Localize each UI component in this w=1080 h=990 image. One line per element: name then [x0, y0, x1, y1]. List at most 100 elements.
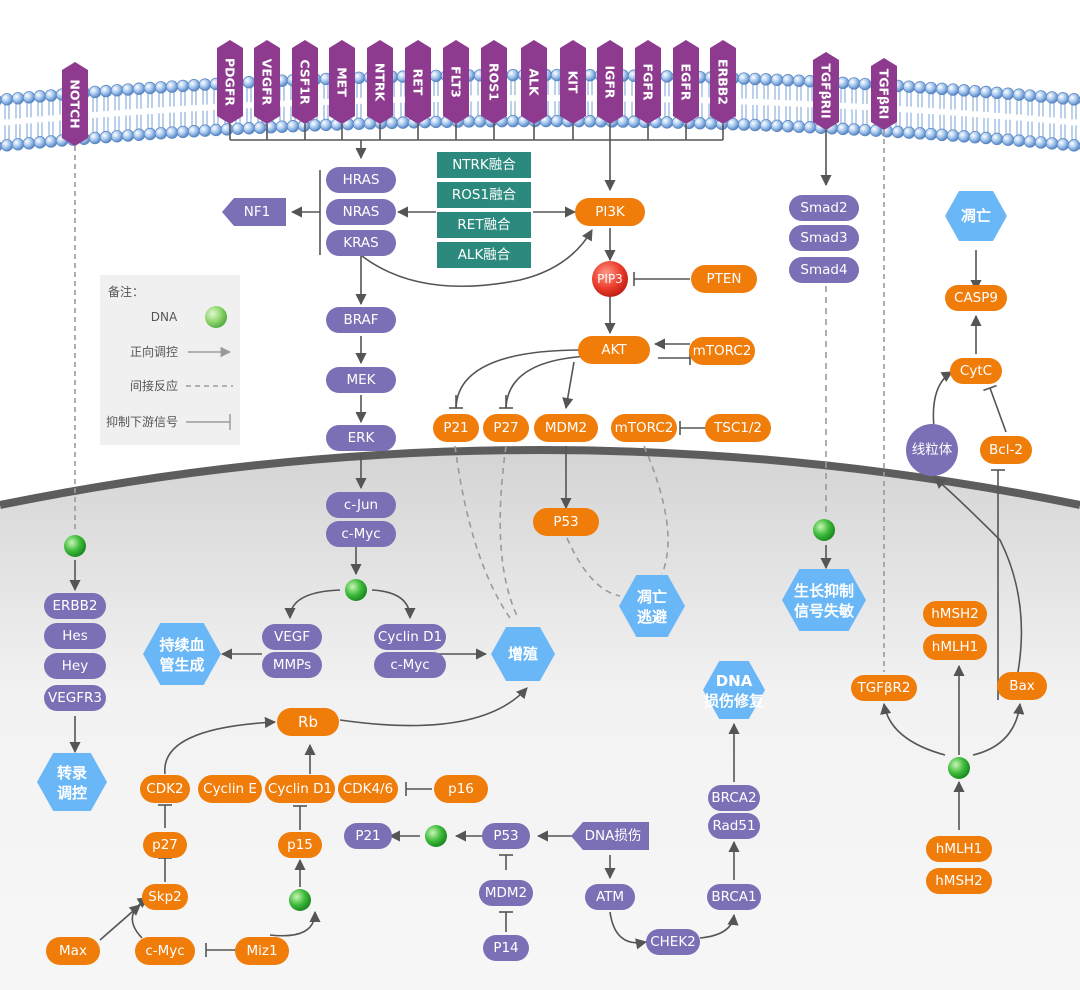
- node-cdk46-label: CDK4/6: [343, 781, 393, 797]
- receptor-tgfbri: [871, 58, 897, 130]
- lipid-head: [836, 122, 850, 136]
- node-rad51: [708, 813, 760, 839]
- node-rad51-label: Rad51: [712, 818, 755, 834]
- legend-dna-icon: [205, 306, 227, 328]
- legend-dna-label: DNA: [151, 310, 178, 324]
- receptor-notch: [62, 62, 88, 146]
- receptor-ret: [405, 40, 431, 124]
- receptor-flt3-label: FLT3: [449, 66, 464, 98]
- lipid-head: [132, 128, 146, 141]
- node-mitochondria-label: 线粒体: [912, 442, 953, 458]
- node-fusion-1-label: ROS1融合: [452, 187, 517, 203]
- node-notch-1: [44, 623, 106, 649]
- lipid-head: [33, 136, 47, 149]
- node-notch-1-label: Hes: [62, 628, 88, 644]
- node-max: [46, 937, 100, 965]
- bcl2-inhibit-cytc: [989, 387, 1007, 433]
- dna-node-mapk: [345, 579, 367, 601]
- receptor-erbb2: [710, 40, 736, 124]
- lipid-head: [209, 123, 223, 137]
- node-fusion-1: [437, 182, 531, 208]
- node-chek2: [646, 929, 700, 955]
- outcome-transcription: [37, 753, 107, 811]
- akt-p27: [505, 355, 591, 409]
- receptor-alk: [521, 40, 547, 124]
- node-mdm2-label: MDM2: [545, 420, 587, 436]
- node-cyclin-e: [198, 775, 262, 803]
- node-casp9-label: CASP9: [954, 290, 998, 306]
- lipid-head: [253, 121, 267, 134]
- receptor-kit: [560, 40, 586, 124]
- node-p16: [434, 775, 488, 803]
- lipid-head: [759, 119, 773, 132]
- node-mek: [326, 367, 396, 393]
- lipid-head: [792, 74, 806, 87]
- receptor-tgfbrii: [813, 52, 839, 130]
- node-miz1: [235, 937, 289, 965]
- lipid-head: [143, 81, 157, 95]
- lipid-head: [968, 84, 982, 98]
- node-tsc-label: TSC1/2: [713, 420, 762, 436]
- node-notch-3: [44, 685, 106, 711]
- lipid-head: [792, 120, 806, 133]
- lipid-head: [22, 137, 36, 150]
- outcome-transcription-label: 转录调控: [57, 764, 87, 802]
- node-cyclind1: [265, 775, 335, 803]
- dna-to-cyclin: [371, 589, 416, 620]
- outcome-dna-repair: [703, 661, 765, 719]
- lipid-head: [913, 81, 927, 94]
- node-kras: [326, 230, 396, 256]
- receptor-kit-label: KIT: [566, 71, 581, 94]
- node-pi3k-label: PI3K: [595, 204, 626, 220]
- node-c-myc: [326, 521, 396, 547]
- node-kras-label: KRAS: [343, 235, 379, 251]
- receptor-ros1: [481, 40, 507, 124]
- node-p27-cc: [143, 832, 187, 858]
- node-fusion-0: [437, 152, 531, 178]
- lipid-head: [220, 123, 234, 136]
- lipid-head: [979, 85, 993, 99]
- node-cdk2-label: CDK2: [146, 781, 183, 797]
- atm-to-chek2: [609, 911, 648, 950]
- receptor-pdgfr-label: PDGFR: [223, 58, 238, 106]
- node-skp2-label: Skp2: [148, 889, 182, 905]
- lipid-head: [803, 121, 817, 134]
- pathway-edges: [69, 124, 1025, 957]
- node-pip3: [592, 261, 628, 297]
- lipid-head: [979, 131, 993, 145]
- receptor-tgfbri-label: TGFβRI: [877, 69, 892, 120]
- node-mek-label: MEK: [346, 372, 376, 388]
- lipid-head: [33, 90, 47, 103]
- node-p27: [483, 414, 529, 442]
- node-rb: [277, 708, 339, 736]
- legend-background: [100, 275, 240, 445]
- node-brca2: [708, 785, 760, 811]
- receptor-vegfr: [254, 40, 280, 124]
- node-notch-2: [44, 653, 106, 679]
- miz1-to-dna: [269, 910, 321, 937]
- receptor-igfr: [597, 40, 623, 124]
- node-pip3-label: PIP3: [597, 272, 623, 286]
- lipid-head: [88, 131, 102, 145]
- node-atm: [585, 884, 635, 910]
- node-p21: [433, 414, 479, 442]
- akt-p21: [455, 349, 583, 409]
- node-c-jun: [326, 492, 396, 518]
- lipid-head: [396, 116, 410, 129]
- lipid-head: [858, 77, 872, 91]
- lipid-head: [176, 125, 190, 139]
- node-c-myc-label: c-Myc: [341, 526, 380, 542]
- p27-to-prolif: [499, 445, 519, 619]
- node-bax-label: Bax: [1009, 678, 1035, 694]
- mtorc2-to-evasion: [643, 445, 669, 575]
- lipid-head: [957, 130, 971, 143]
- legend-inhibit-icon: [186, 414, 231, 430]
- node-nras-label: NRAS: [343, 204, 380, 220]
- node-p15: [278, 832, 322, 858]
- node-p14-label: P14: [493, 940, 518, 956]
- outcome-proliferation: [491, 627, 555, 681]
- node-bcl2: [980, 436, 1032, 464]
- legend-inhibit-label: 抑制下游信号: [106, 414, 178, 429]
- lipid-head: [858, 123, 872, 137]
